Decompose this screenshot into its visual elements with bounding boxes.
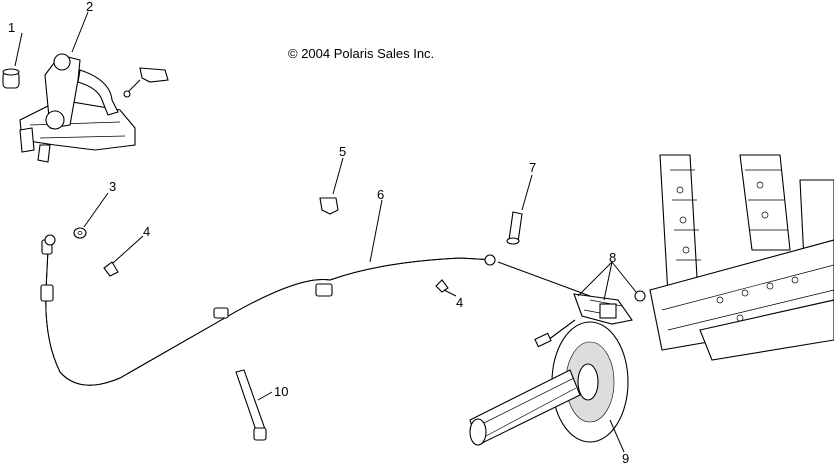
part-5-grommet xyxy=(319,157,344,215)
callout-3: 3 xyxy=(109,179,116,194)
part-10-cable-tie xyxy=(235,369,273,441)
callout-8: 8 xyxy=(609,250,616,265)
part-1-bumper xyxy=(2,32,23,89)
part-9-brake-disc xyxy=(469,321,629,453)
callout-1: 1 xyxy=(8,20,15,35)
callout-6: 6 xyxy=(377,187,384,202)
callout-10: 10 xyxy=(274,384,288,399)
part-7-pin xyxy=(506,174,533,245)
part-8-bracket xyxy=(534,261,646,348)
callout-9: 9 xyxy=(622,451,629,464)
callout-2: 2 xyxy=(86,0,93,14)
part-4-clip-left xyxy=(103,235,144,277)
part-2-pedal-assembly xyxy=(19,11,169,163)
vehicle-frame xyxy=(649,154,834,361)
part-4-clip-right xyxy=(435,279,457,297)
callout-5: 5 xyxy=(339,144,346,159)
callout-7: 7 xyxy=(529,160,536,175)
part-3-washer xyxy=(73,192,109,239)
callouts: 1 2 3 4 4 5 6 7 8 9 10 xyxy=(8,0,629,464)
callout-4-left: 4 xyxy=(143,224,150,239)
part-6-brake-cable xyxy=(40,199,591,386)
copyright-text: © 2004 Polaris Sales Inc. xyxy=(288,46,434,61)
callout-4-right: 4 xyxy=(456,295,463,310)
